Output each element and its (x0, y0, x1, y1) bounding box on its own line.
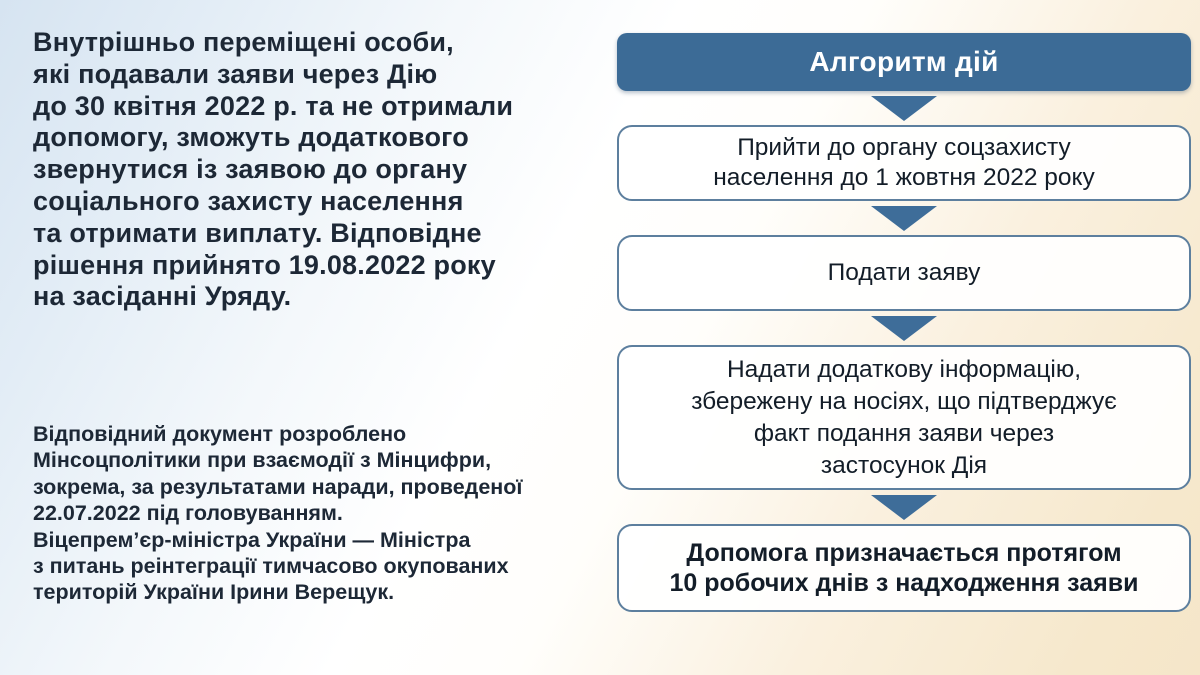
flowchart-step-submit-application: Подати заяву (617, 235, 1191, 311)
flowchart-step-aid-assigned: Допомога призначається протягом 10 робоч… (617, 524, 1191, 612)
intro-paragraph: Внутрішньо переміщені особи, які подавал… (33, 27, 514, 312)
arrow-down-icon (871, 316, 937, 341)
arrow-down-icon (871, 495, 937, 520)
note-paragraph: Відповідний документ розроблено Мінсоцпо… (33, 422, 523, 605)
flowchart: Алгоритм дій Прийти до органу соцзахисту… (617, 33, 1191, 612)
arrow-down-icon (871, 206, 937, 231)
arrow-down-icon (871, 96, 937, 121)
flowchart-title: Алгоритм дій (617, 33, 1191, 91)
flowchart-step-visit-office: Прийти до органу соцзахисту населення до… (617, 125, 1191, 201)
flowchart-step-provide-info: Надати додаткову інформацію, збережену н… (617, 345, 1191, 490)
